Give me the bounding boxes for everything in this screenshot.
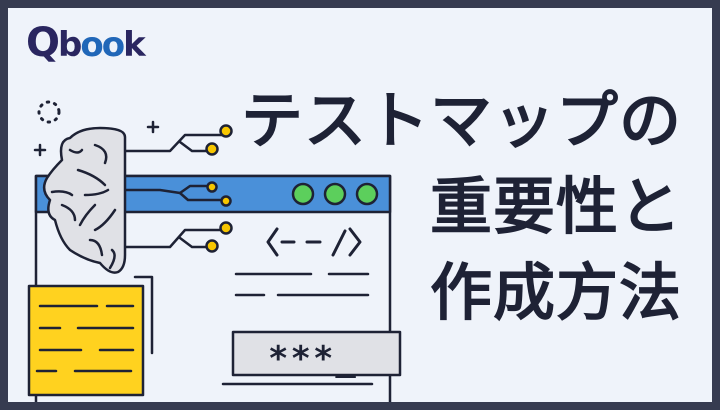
illustration: ***_ [27, 100, 402, 402]
browser-dot [323, 182, 347, 206]
text-lines [221, 272, 374, 386]
browser-dot [355, 182, 379, 206]
note-lines [35, 304, 135, 373]
loading-dots-icon [37, 100, 61, 124]
title-line: テストマップの [240, 84, 682, 157]
title-line: 作成方法 [429, 256, 682, 329]
logo-q: Q [26, 20, 60, 66]
circuit-lines [123, 133, 224, 249]
circuit-nodes [205, 124, 233, 253]
banner: ***_ Qbook テストマップの 重要性と 作成方法 [8, 8, 712, 402]
qbook-logo[interactable]: Qbook [26, 20, 146, 66]
code-tag-icon [266, 227, 362, 257]
browser-dot [291, 182, 315, 206]
brain-folds [50, 143, 117, 270]
title-line: 重要性と [429, 170, 682, 243]
logo-k: k [123, 25, 146, 65]
password-value: ***_ [268, 339, 358, 379]
logo-b: b [58, 25, 82, 65]
plus-icon [146, 120, 160, 134]
bracket [133, 275, 154, 355]
logo-oo: oo [80, 25, 125, 65]
sticky-note [27, 284, 145, 397]
plus-icon [33, 143, 47, 157]
page-title: テストマップの 重要性と 作成方法 [241, 78, 682, 336]
password-field [231, 330, 402, 377]
